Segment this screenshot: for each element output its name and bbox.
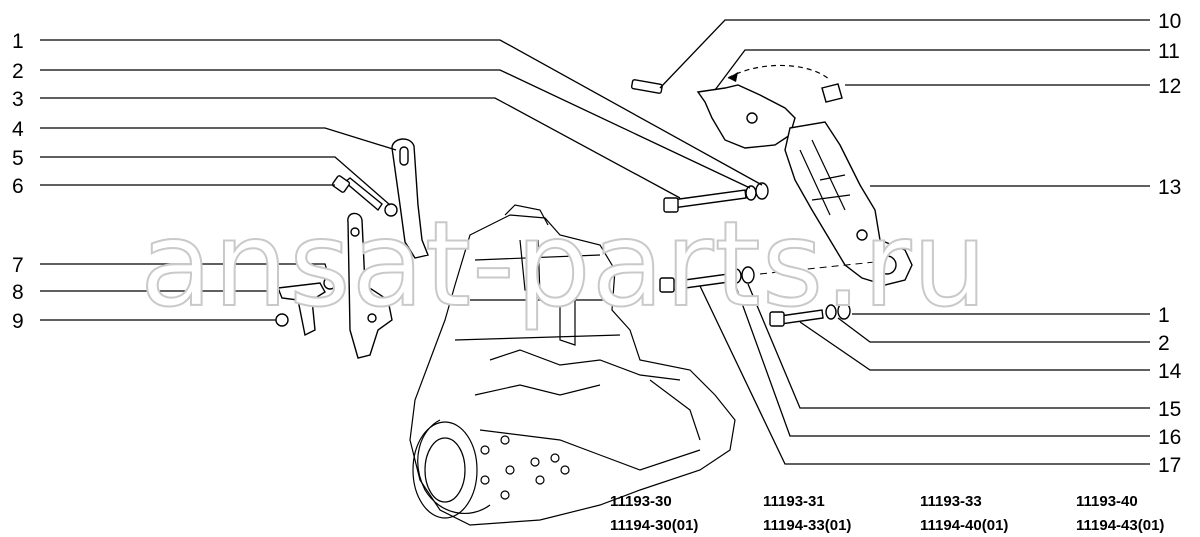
callout-right-10: 10 bbox=[1158, 10, 1181, 33]
callout-left-5: 5 bbox=[12, 147, 24, 170]
callout-left-6: 6 bbox=[12, 175, 24, 198]
callout-right-11: 11 bbox=[1158, 40, 1180, 63]
right-parts bbox=[630, 64, 913, 327]
bracket-4 bbox=[391, 138, 429, 259]
bolt-10 bbox=[630, 79, 663, 94]
mount-11 bbox=[696, 84, 796, 149]
part-code-4-bottom: 11194-43(01) bbox=[1076, 517, 1164, 534]
leader-lines-right bbox=[659, 19, 1150, 465]
bolt-6 bbox=[343, 177, 383, 212]
nut-5 bbox=[384, 203, 398, 217]
callout-left-8: 8 bbox=[12, 281, 24, 304]
callout-left-3: 3 bbox=[12, 88, 24, 111]
callouts-right: 10 11 12 13 1 2 14 15 16 17 bbox=[1158, 10, 1182, 477]
left-parts bbox=[275, 138, 429, 359]
part-code-2-top: 11193-31 bbox=[763, 493, 825, 510]
callout-right-12: 12 bbox=[1158, 75, 1181, 98]
callout-right-13: 13 bbox=[1158, 176, 1181, 199]
callout-left-1: 1 bbox=[12, 30, 24, 53]
callout-left-4: 4 bbox=[12, 118, 24, 141]
callout-right-14: 14 bbox=[1158, 360, 1182, 383]
part-code-1-bottom: 11194-30(01) bbox=[610, 517, 698, 534]
part-code-1-top: 11193-30 bbox=[610, 493, 672, 510]
part-codes: 11193-30 11194-30(01) 11193-31 11194-33(… bbox=[610, 493, 1164, 534]
leader-lines-left bbox=[40, 39, 763, 321]
callout-left-2: 2 bbox=[12, 60, 24, 83]
callout-right-16: 16 bbox=[1158, 426, 1181, 449]
callouts-left: 1 2 3 4 5 6 7 8 9 bbox=[12, 30, 24, 333]
callout-right-1: 1 bbox=[1158, 304, 1170, 327]
part-code-3-bottom: 11194-40(01) bbox=[920, 517, 1008, 534]
callout-right-17: 17 bbox=[1158, 454, 1181, 477]
part-code-3-top: 11193-33 bbox=[920, 493, 982, 510]
callout-right-2: 2 bbox=[1158, 332, 1170, 355]
bracket-8 bbox=[277, 282, 326, 337]
nut-7 bbox=[323, 276, 337, 290]
part-code-4-top: 11193-40 bbox=[1076, 493, 1138, 510]
part-code-2-bottom: 11194-33(01) bbox=[763, 517, 851, 534]
callout-right-15: 15 bbox=[1158, 398, 1181, 421]
bracket-13 bbox=[784, 121, 913, 286]
engine-bracket-left bbox=[347, 212, 393, 359]
nut-12 bbox=[821, 83, 843, 103]
engine-gearbox-drawing bbox=[409, 204, 736, 526]
watermark: ansat-parts.ru bbox=[140, 195, 988, 333]
callout-left-9: 9 bbox=[12, 310, 24, 333]
callout-left-7: 7 bbox=[12, 254, 24, 277]
